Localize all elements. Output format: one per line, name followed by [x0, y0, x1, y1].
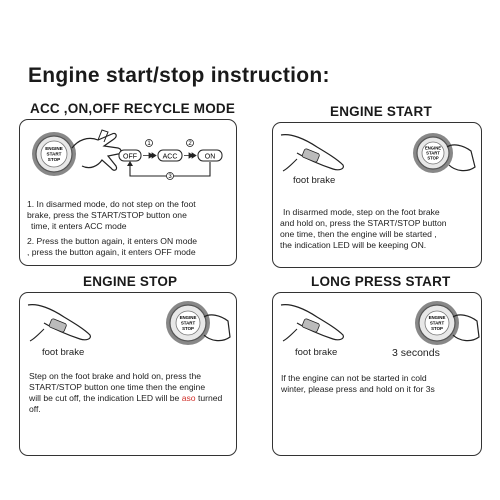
acc-step2-text: 2. Press the button again, it enters ON … — [27, 236, 198, 257]
three-seconds-label: 3 seconds — [392, 347, 440, 359]
stop-panel: foot brake ENGINE START STOP Step on the… — [19, 292, 237, 456]
stop-instructions: Step on the foot brake and hold on, pres… — [29, 371, 223, 414]
foot-brake-label: foot brake — [42, 347, 85, 358]
step-number: 3 — [168, 174, 172, 180]
button-text-line: STOP — [48, 157, 60, 162]
start-section-title: ENGINE START — [330, 104, 432, 119]
button-text-line: START — [181, 321, 196, 326]
acc-panel: ENGINE START STOP OFF ACC ON 1 2 3 1. In… — [19, 119, 237, 266]
button-text-line: START — [430, 321, 445, 326]
acc-section-title: ACC ,ON,OFF RECYCLE MODE — [30, 101, 236, 116]
button-text-line: STOP — [182, 326, 194, 331]
button-text-line: START — [47, 152, 62, 157]
highlighted-word: aso — [181, 393, 196, 403]
start-stop-button-icon: ENGINE START STOP — [413, 133, 476, 173]
start-instructions: In disarmed mode, step on the foot brake… — [280, 207, 447, 250]
start-stop-button-icon: ENGINE START STOP — [415, 301, 480, 345]
start-stop-button-icon: ENGINE START STOP — [166, 301, 231, 345]
button-text-line: ENGINE — [45, 146, 63, 151]
start-panel: foot brake ENGINE START STOP In disarmed… — [272, 122, 482, 268]
long-panel: foot brake 3 seconds ENGINE START STOP I… — [272, 292, 482, 456]
foot-brake-label: foot brake — [295, 347, 338, 358]
page-title: Engine start/stop instruction: — [28, 64, 330, 87]
start-stop-button-icon: ENGINE START STOP — [32, 132, 76, 176]
acc-step1-text: 1. In disarmed mode, do not step on the … — [27, 199, 196, 231]
mode-on-label: ON — [205, 154, 216, 161]
long-press-instructions: If the engine can not be started in cold… — [281, 373, 435, 394]
mode-acc-label: ACC — [163, 154, 178, 161]
mode-off-label: OFF — [123, 154, 137, 161]
long-section-title: LONG PRESS START — [311, 274, 451, 289]
stop-section-title: ENGINE STOP — [83, 274, 178, 289]
button-text-line: STOP — [427, 156, 439, 161]
step-number: 1 — [147, 141, 151, 147]
button-text-line: START — [426, 151, 440, 156]
button-text-line: ENGINE — [429, 315, 446, 320]
foot-brake-icon — [27, 304, 91, 342]
button-text-line: STOP — [431, 326, 443, 331]
foot-brake-icon — [280, 134, 344, 172]
button-text-line: ENGINE — [180, 315, 197, 320]
step-number: 2 — [188, 141, 192, 147]
button-text-line: ENGINE — [425, 146, 441, 151]
foot-brake-label: foot brake — [293, 175, 336, 186]
mode-cycle-diagram: OFF ACC ON 1 2 3 — [118, 139, 223, 180]
foot-brake-icon — [280, 304, 344, 342]
